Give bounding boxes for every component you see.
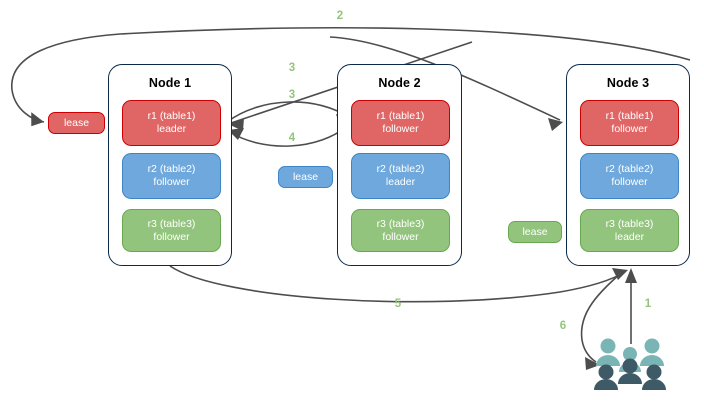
- replica-name: r1 (table1): [376, 110, 425, 122]
- replica-n3-r1[interactable]: r1 (table1) follower: [580, 100, 679, 146]
- replica-role: follower: [153, 230, 190, 243]
- users-icon: [592, 336, 670, 390]
- edge-label-5: 5: [394, 298, 402, 310]
- replica-role: follower: [153, 176, 190, 188]
- edge-1-arrowhead: [625, 268, 637, 283]
- edge-to-node3-r1-arrowhead: [548, 118, 563, 131]
- edge-label-3-lower: 3: [288, 89, 296, 101]
- replica-name: r3 (table3): [605, 217, 654, 230]
- node-card-2[interactable]: Node 2 r1 (table1) follower r2 (table2) …: [337, 64, 462, 266]
- replica-n3-r2[interactable]: r2 (table2) follower: [580, 153, 679, 199]
- lease-chip-blue[interactable]: lease: [278, 166, 333, 188]
- edge-5-path: [169, 265, 626, 303]
- replica-role: leader: [156, 123, 187, 135]
- replica-name: r1 (table1): [147, 110, 196, 122]
- node-title-3: Node 3: [606, 76, 650, 90]
- edge-label-4: 4: [288, 132, 296, 144]
- lease-chip-red[interactable]: lease: [48, 112, 105, 134]
- replica-n3-r3[interactable]: r3 (table3) leader: [580, 209, 679, 252]
- replica-name: r1 (table1): [605, 110, 654, 122]
- replica-role: leader: [614, 230, 645, 243]
- edge-label-6: 6: [559, 320, 567, 332]
- replica-n2-r3[interactable]: r3 (table3) follower: [351, 209, 450, 252]
- node-title-2: Node 2: [378, 76, 421, 90]
- replica-role: follower: [611, 123, 648, 135]
- edge-label-2: 2: [336, 10, 344, 22]
- edge-label-3-upper: 3: [288, 62, 296, 74]
- replica-role: follower: [382, 123, 419, 135]
- replica-name: r2 (table2): [376, 163, 425, 175]
- node-card-1[interactable]: Node 1 r1 (table1) leader r2 (table2) fo…: [108, 64, 232, 266]
- edge-5-arrowhead: [612, 268, 628, 280]
- replica-n2-r2[interactable]: r2 (table2) leader: [351, 153, 450, 199]
- replica-name: r2 (table2): [605, 163, 654, 175]
- edge-2-arrowhead: [31, 112, 44, 127]
- replica-n1-r2[interactable]: r2 (table2) follower: [122, 153, 221, 199]
- replica-n2-r1[interactable]: r1 (table1) follower: [351, 100, 450, 146]
- replica-n1-r1[interactable]: r1 (table1) leader: [122, 100, 221, 146]
- replica-role: follower: [382, 230, 419, 243]
- node-title-1: Node 1: [148, 76, 192, 90]
- replica-name: r2 (table2): [147, 163, 196, 175]
- replica-role: leader: [385, 176, 416, 188]
- edge-label-1: 1: [644, 298, 652, 310]
- replica-name: r3 (table3): [376, 217, 425, 230]
- node-card-3[interactable]: Node 3 r1 (table1) follower r2 (table2) …: [566, 64, 690, 266]
- edge-3b-path: [226, 101, 351, 123]
- replica-name: r3 (table3): [147, 217, 196, 230]
- replica-role: follower: [611, 176, 648, 188]
- lease-chip-green[interactable]: lease: [508, 221, 562, 243]
- replica-n1-r3[interactable]: r3 (table3) follower: [122, 209, 221, 252]
